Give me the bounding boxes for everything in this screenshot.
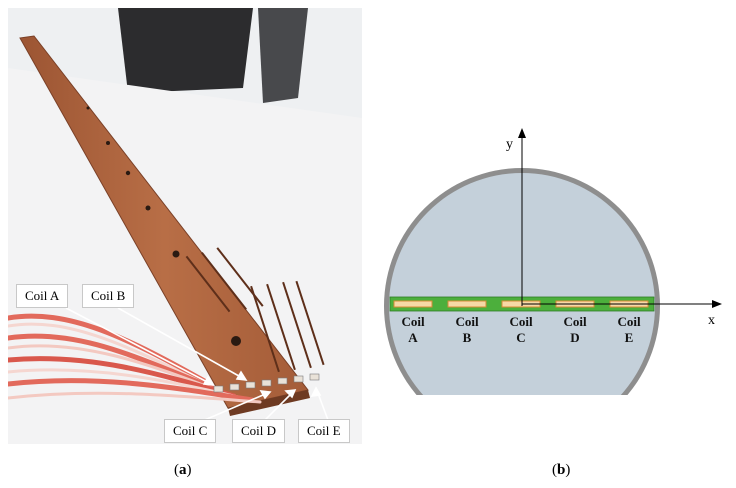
coil-labels: Coil A Coil B Coil C Coil D Coil E: [401, 314, 641, 345]
leader-arrows: [65, 307, 329, 423]
coil-b-letter: B: [463, 330, 472, 345]
coil-a-letter: A: [408, 330, 418, 345]
y-axis-arrow: [518, 128, 526, 138]
x-axis-arrow: [712, 300, 722, 308]
coil-d-word: Coil: [563, 314, 587, 329]
coil-e-word: Coil: [617, 314, 641, 329]
mounting-holes: [86, 106, 241, 346]
cross-section-diagram: y x Coil A Coil B Coil C Coil D Coil E: [384, 128, 722, 444]
label-coil-b: Coil B: [82, 284, 135, 308]
window-frame: [258, 8, 308, 103]
chair-silhouette: [118, 8, 253, 93]
coil-b-word: Coil: [455, 314, 479, 329]
cross-section-panel: y x Coil A Coil B Coil C Coil D Coil E: [380, 120, 730, 444]
pcb-photo: [8, 8, 362, 444]
coil-a-rect: [393, 300, 433, 308]
x-axis-label: x: [708, 313, 715, 328]
coil-b-rect: [447, 300, 487, 308]
coil-a-word: Coil: [401, 314, 425, 329]
coil-c-word: Coil: [509, 314, 533, 329]
caption-b: (b): [552, 462, 571, 478]
photo-panel: Coil A Coil B Coil C Coil D Coil E: [8, 8, 362, 444]
coil-c-letter: C: [516, 330, 525, 345]
label-coil-e: Coil E: [298, 419, 350, 443]
coil-e-letter: E: [625, 330, 634, 345]
label-coil-a: Coil A: [16, 284, 69, 308]
via-rows: [185, 247, 325, 373]
y-axis-label: y: [506, 137, 513, 152]
caption-a: (a): [174, 462, 192, 478]
label-coil-c: Coil C: [164, 419, 217, 443]
coil-d-letter: D: [570, 330, 579, 345]
label-coil-d: Coil D: [232, 419, 286, 443]
coil-pads: [213, 373, 320, 393]
